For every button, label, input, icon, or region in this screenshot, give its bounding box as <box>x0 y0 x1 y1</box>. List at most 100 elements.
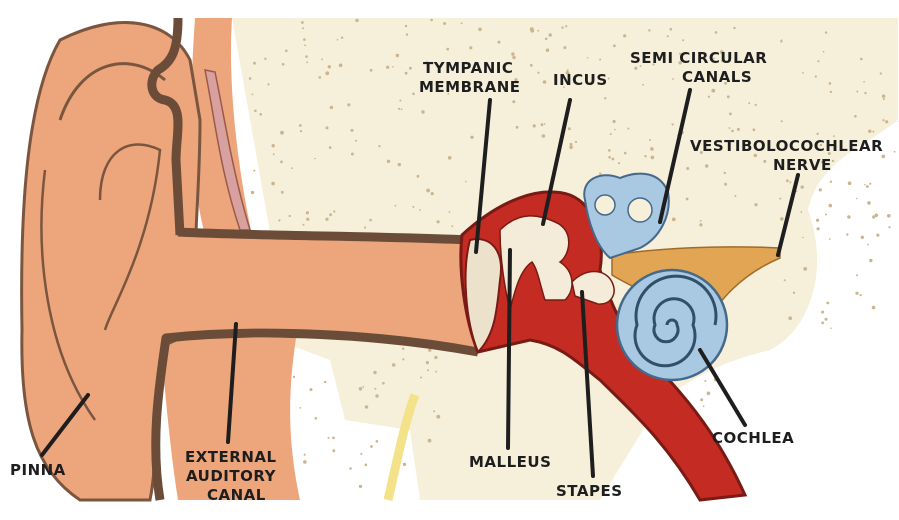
bone-texture-dot <box>359 485 362 488</box>
bone-texture-dot <box>816 219 819 222</box>
bone-texture-dot <box>314 158 316 160</box>
bone-texture-dot <box>278 219 280 221</box>
bone-texture-dot <box>868 130 871 133</box>
bone-texture-dot <box>568 127 571 130</box>
bone-texture-dot <box>282 63 285 66</box>
bone-texture-dot <box>793 292 795 294</box>
bone-texture-dot <box>351 153 354 156</box>
bone-texture-dot <box>816 133 818 135</box>
bone-texture-dot <box>306 211 309 214</box>
bone-texture-dot <box>251 191 254 194</box>
bone-texture-dot <box>734 195 736 197</box>
bone-texture-dot <box>443 22 446 25</box>
bone-texture-dot <box>885 120 888 123</box>
bone-texture-dot <box>378 145 380 147</box>
bone-texture-dot <box>672 123 674 125</box>
bone-texture-dot <box>537 72 539 74</box>
bone-texture-dot <box>872 215 875 218</box>
bone-texture-dot <box>355 140 357 142</box>
label-tympanic-line1: TYMPANIC <box>423 59 513 77</box>
bone-texture-dot <box>729 113 732 116</box>
bone-texture-dot <box>815 75 817 77</box>
bone-texture-dot <box>715 31 718 34</box>
bone-texture-dot <box>727 95 730 98</box>
bone-texture-dot <box>894 151 896 153</box>
bone-texture-dot <box>686 167 689 170</box>
bone-texture-dot <box>883 98 885 100</box>
bone-texture-dot <box>289 215 291 217</box>
bone-texture-dot <box>627 128 629 130</box>
bone-texture-dot <box>869 259 872 262</box>
label-pinna: PINNA <box>10 461 66 479</box>
bone-texture-dot <box>882 119 884 121</box>
bone-texture-dot <box>306 61 308 63</box>
bone-texture-dot <box>360 453 362 455</box>
bone-texture-dot <box>700 220 702 222</box>
bone-texture-dot <box>608 156 611 159</box>
bone-texture-dot <box>830 327 832 329</box>
bone-texture-dot <box>754 203 757 206</box>
bone-texture-dot <box>461 22 463 24</box>
bone-texture-dot <box>623 34 626 37</box>
bone-texture-dot <box>451 225 453 227</box>
bone-texture-dot <box>729 127 731 129</box>
bone-texture-dot <box>737 128 740 131</box>
bone-texture-dot <box>319 76 322 79</box>
bone-texture-dot <box>788 316 792 320</box>
bone-texture-dot <box>409 67 412 70</box>
bone-texture-dot <box>426 361 429 364</box>
bone-texture-dot <box>530 64 533 67</box>
bone-texture-dot <box>610 133 612 135</box>
bone-texture-dot <box>304 44 306 46</box>
bone-texture-dot <box>667 35 669 37</box>
label-external-canal-line3: CANAL <box>207 486 266 504</box>
bone-texture-dot <box>386 66 389 69</box>
bone-texture-dot <box>305 55 308 58</box>
bone-texture-dot <box>825 31 827 33</box>
bone-texture-dot <box>724 172 726 174</box>
bone-texture-dot <box>612 158 615 161</box>
bone-texture-dot <box>426 189 430 193</box>
label-external-canal-line1: EXTERNAL <box>185 448 277 466</box>
bone-texture-dot <box>825 318 828 321</box>
bone-texture-dot <box>435 371 437 373</box>
bone-texture-dot <box>856 274 858 276</box>
bone-texture-dot <box>512 100 515 103</box>
bone-texture-dot <box>561 27 563 29</box>
bone-texture-dot <box>549 33 552 36</box>
bone-texture-dot <box>299 407 301 409</box>
bone-texture-dot <box>608 78 610 80</box>
bone-texture-dot <box>823 51 825 53</box>
bone-texture-dot <box>325 71 329 75</box>
bone-texture-dot <box>448 156 452 160</box>
bone-texture-dot <box>370 69 373 72</box>
bone-texture-dot <box>705 164 708 167</box>
bone-texture-dot <box>860 58 863 61</box>
bone-texture-dot <box>856 198 858 200</box>
bone-texture-dot <box>755 104 757 106</box>
bone-texture-dot <box>613 44 616 47</box>
bone-texture-dot <box>280 161 283 164</box>
bone-texture-dot <box>545 38 548 41</box>
bone-texture-dot <box>575 141 577 143</box>
bone-texture-dot <box>563 46 566 49</box>
bone-texture-dot <box>882 95 885 98</box>
bone-texture-dot <box>332 449 335 452</box>
bone-texture-dot <box>867 201 871 205</box>
bone-texture-dot <box>707 392 711 396</box>
bone-texture-dot <box>300 130 302 132</box>
bone-texture-dot <box>530 27 534 31</box>
label-malleus: MALLEUS <box>469 453 551 471</box>
bone-texture-dot <box>802 72 804 74</box>
bone-texture-dot <box>253 62 256 65</box>
bone-texture-dot <box>310 388 313 391</box>
bone-texture-dot <box>398 163 401 166</box>
bone-texture-dot <box>303 38 306 41</box>
bone-texture-dot <box>412 206 414 208</box>
bone-texture-dot <box>449 211 451 213</box>
bone-texture-dot <box>398 108 400 110</box>
bone-texture-dot <box>396 54 399 57</box>
bone-texture-dot <box>888 226 890 228</box>
bone-texture-dot <box>433 410 435 412</box>
